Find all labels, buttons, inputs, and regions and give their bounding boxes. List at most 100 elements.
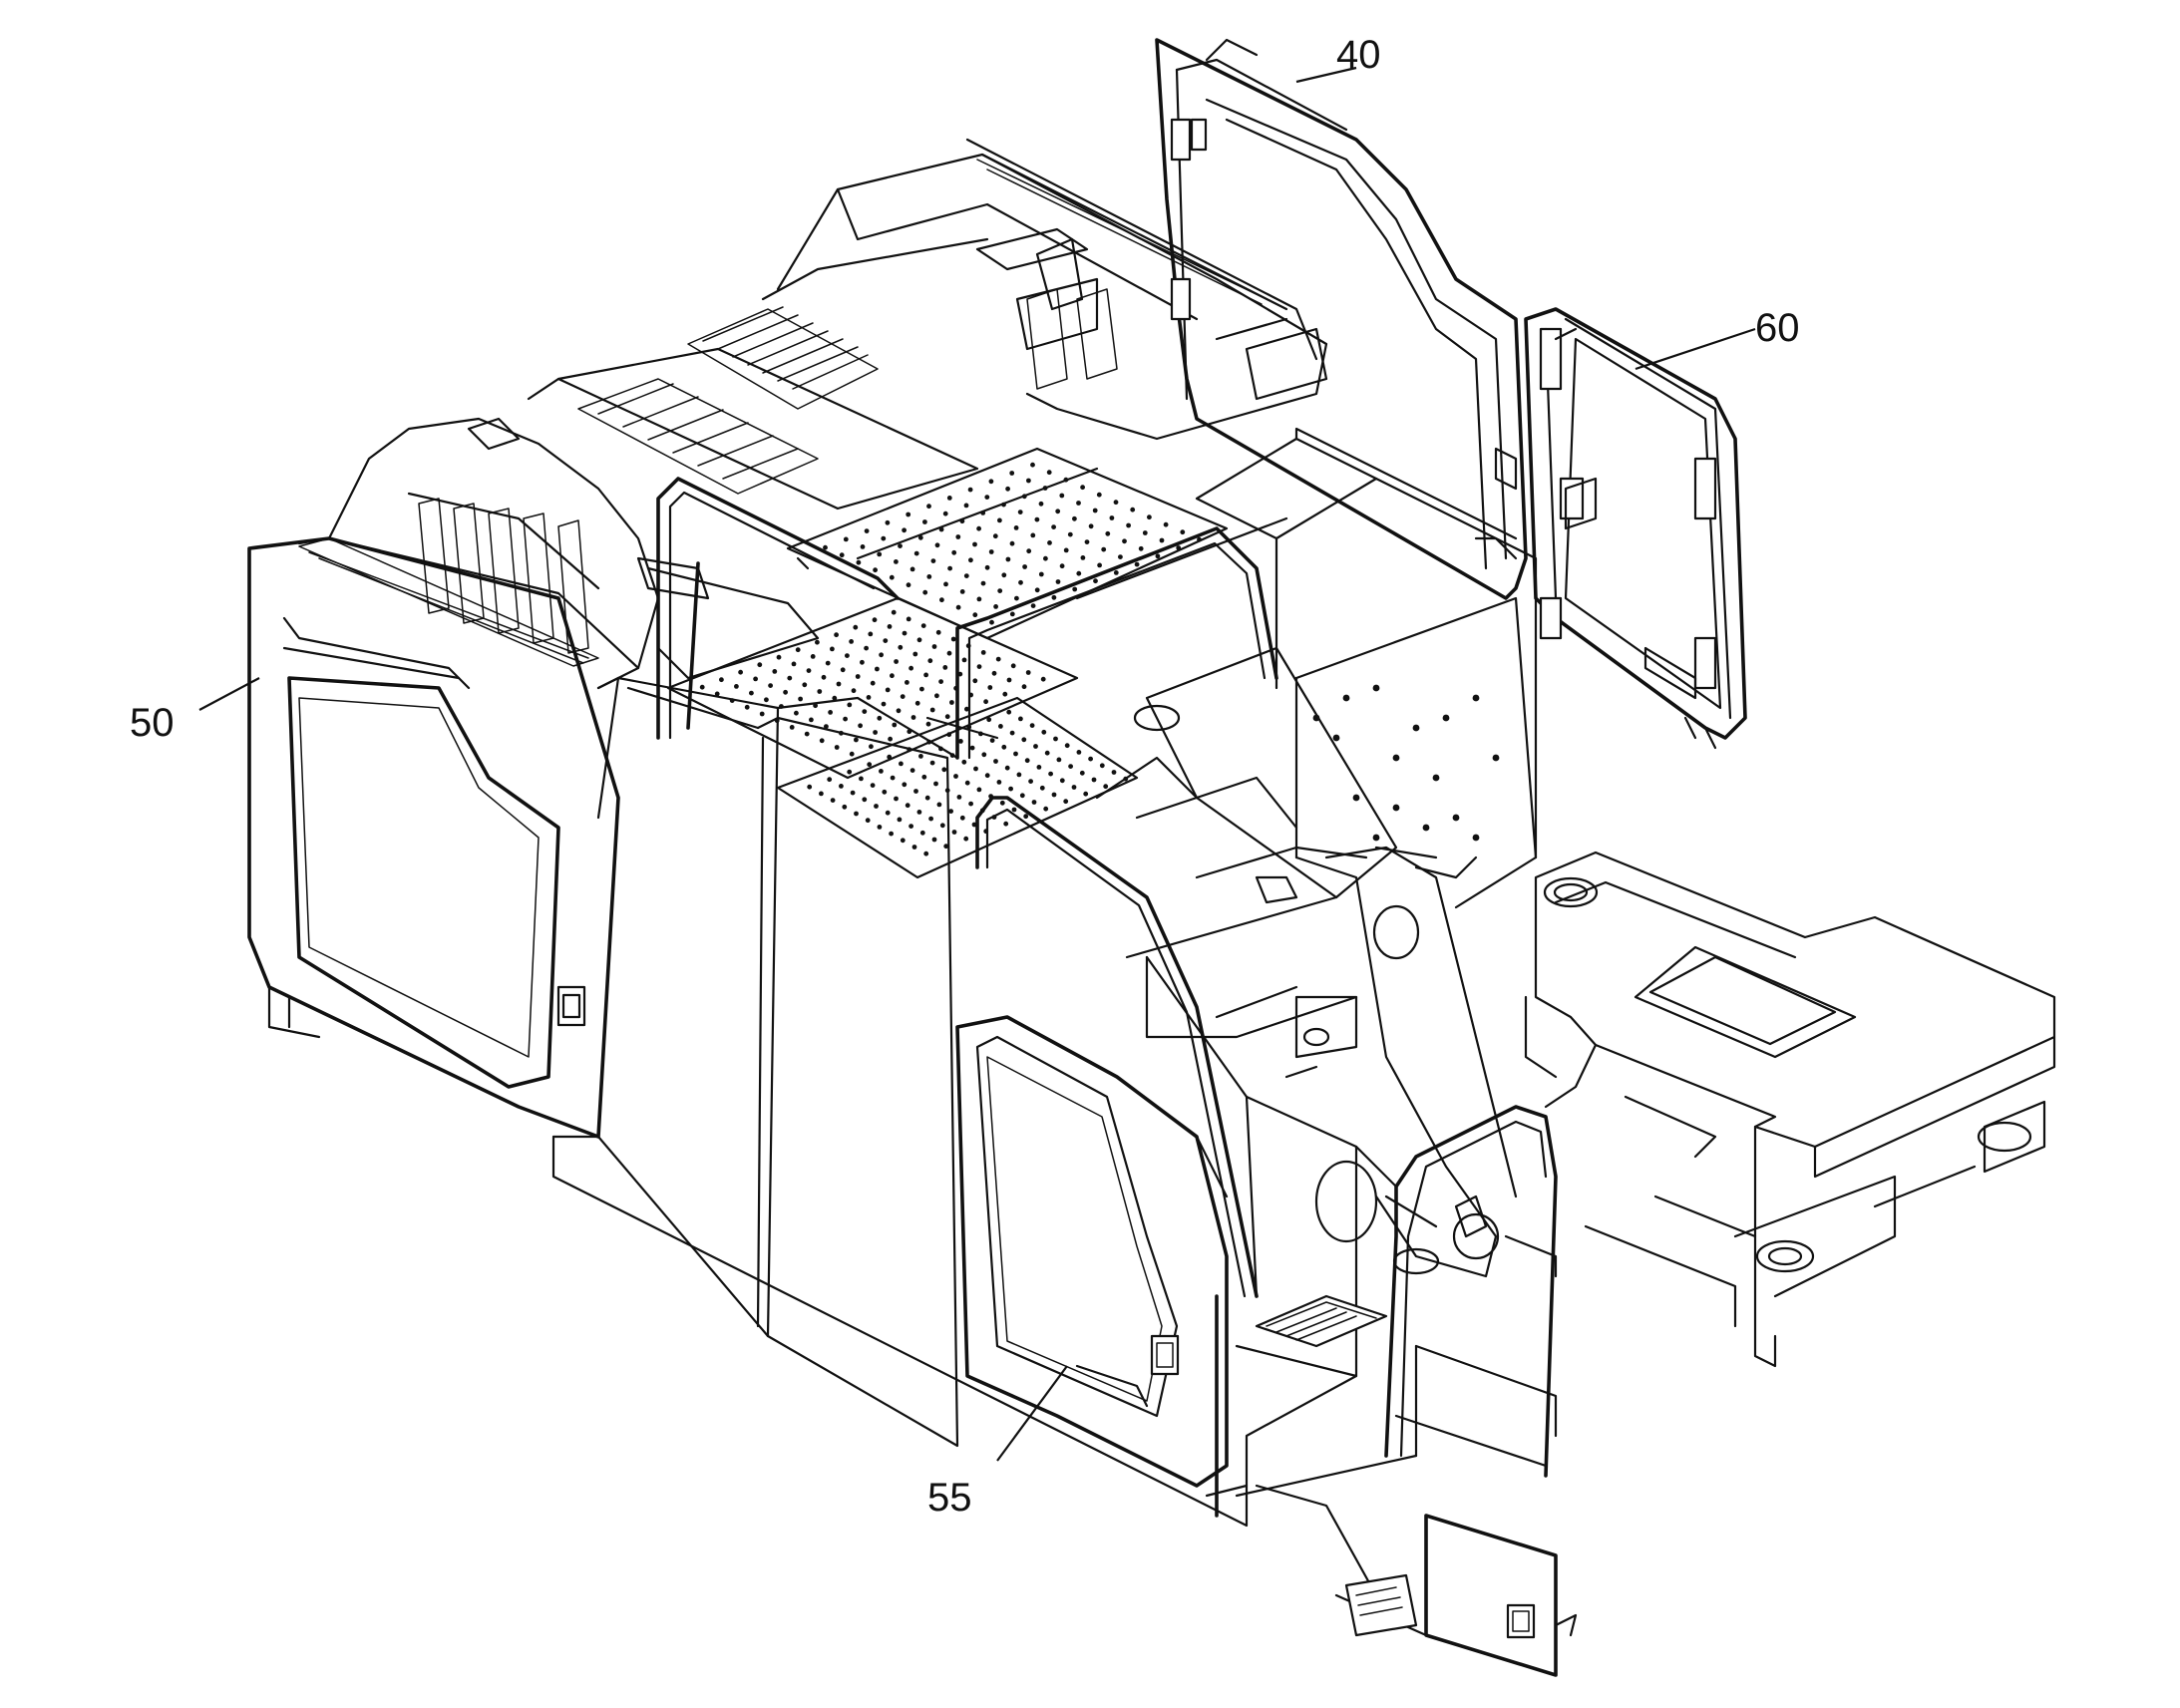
bolt-hole: [1452, 814, 1460, 822]
perforation-hole: [980, 650, 986, 655]
perforation-hole: [802, 682, 808, 688]
perforation-hole: [1063, 799, 1069, 805]
perforation-hole: [919, 830, 925, 836]
perforation-hole: [1013, 751, 1018, 757]
perforation-hole: [1072, 586, 1078, 592]
perforation-hole: [981, 752, 987, 758]
perforation-hole: [836, 681, 842, 687]
perforation-hole: [980, 511, 986, 515]
perforation-hole: [902, 782, 908, 788]
perforation-hole: [926, 574, 932, 579]
perforation-hole: [942, 511, 948, 516]
perforation-hole: [1118, 554, 1123, 559]
perforation-hole: [917, 534, 923, 540]
perforation-hole: [910, 715, 916, 720]
perforation-hole: [1176, 545, 1182, 550]
callout-50: 50: [130, 701, 175, 745]
perforation-hole: [938, 679, 943, 684]
perforation-hole: [1099, 763, 1105, 769]
bolt-hole: [1432, 774, 1440, 782]
perforation-hole: [1055, 509, 1061, 514]
perforation-hole: [914, 700, 920, 706]
perforation-hole: [827, 777, 833, 783]
perforation-hole: [906, 512, 911, 517]
perforation-hole: [1003, 821, 1009, 827]
perforation-hole: [934, 542, 940, 548]
perforation-hole: [922, 519, 927, 524]
perforation-hole: [920, 623, 926, 628]
perforation-hole: [787, 675, 793, 681]
perforation-hole: [1040, 676, 1046, 682]
perforation-hole: [1109, 515, 1115, 520]
perforation-hole: [969, 745, 975, 751]
perforation-hole: [1076, 570, 1082, 576]
perforation-hole: [908, 824, 913, 829]
perforation-hole: [1010, 663, 1016, 669]
perforation-hole: [997, 517, 1002, 523]
perforation-hole: [1024, 758, 1030, 764]
perforation-hole: [897, 817, 903, 823]
bolt-holes: [1312, 684, 1500, 842]
perforation-hole: [1009, 471, 1015, 476]
perforation-hole: [992, 533, 998, 539]
perforation-hole: [843, 536, 849, 542]
callout-60: 60: [1755, 306, 1800, 350]
perforation-hole: [899, 761, 904, 767]
perforation-hole: [984, 564, 990, 570]
perforation-hole: [859, 776, 864, 782]
perforation-hole: [1079, 770, 1085, 776]
perforation-hole: [738, 669, 743, 675]
perforation-hole: [993, 604, 998, 609]
perforation-hole: [908, 665, 913, 671]
perforation-hole: [926, 504, 931, 510]
perforation-hole: [929, 707, 935, 713]
perforation-hole: [1038, 571, 1044, 577]
perforation-hole: [905, 680, 909, 685]
perforation-hole: [1113, 570, 1119, 575]
perforation-hole: [860, 659, 865, 665]
perforation-hole: [1142, 530, 1148, 535]
perforation-hole: [931, 644, 937, 649]
perforation-hole: [964, 706, 969, 712]
perforation-hole: [919, 686, 924, 692]
perforation-hole: [1101, 546, 1107, 552]
perforation-hole: [1130, 507, 1136, 512]
perforation-hole: [1044, 750, 1050, 756]
bolt-hole: [1412, 724, 1420, 732]
perforation-hole: [1002, 691, 1008, 697]
perforation-hole: [764, 697, 769, 703]
perforation-hole: [874, 804, 879, 809]
perforation-hole: [840, 667, 846, 673]
perforation-hole: [1019, 793, 1025, 799]
perforation-hole: [1103, 784, 1109, 790]
perforation-hole: [819, 791, 824, 797]
perforation-hole: [824, 724, 829, 729]
perforation-hole: [868, 631, 874, 637]
perforation-hole: [1088, 523, 1094, 529]
perforation-hole: [881, 535, 887, 541]
perforation-hole: [1092, 508, 1098, 513]
perforation-hole: [1001, 572, 1007, 578]
perforation-hole: [989, 738, 995, 743]
perforation-hole: [862, 709, 868, 714]
perforation-hole: [1126, 522, 1131, 528]
perforation-hole: [1072, 515, 1077, 521]
perforation-hole: [1006, 677, 1012, 683]
perforation-hole: [934, 693, 939, 699]
perforation-hole: [870, 680, 876, 686]
perforation-hole: [807, 784, 813, 790]
perforation-hole: [856, 559, 862, 565]
perforation-hole: [1005, 486, 1010, 492]
perforation-hole: [973, 766, 978, 772]
perforation-hole: [951, 549, 957, 555]
perforation-hole: [963, 503, 969, 509]
perforation-hole: [894, 659, 899, 664]
perforation-hole: [887, 624, 893, 629]
perforation-hole: [839, 730, 844, 736]
perforation-hole: [941, 767, 947, 773]
perforation-hole: [913, 789, 918, 794]
rear-block: [1294, 596, 1538, 879]
perforation-hole: [1197, 536, 1202, 542]
perforation-hole: [1006, 709, 1012, 715]
perforation-hole: [959, 815, 965, 821]
